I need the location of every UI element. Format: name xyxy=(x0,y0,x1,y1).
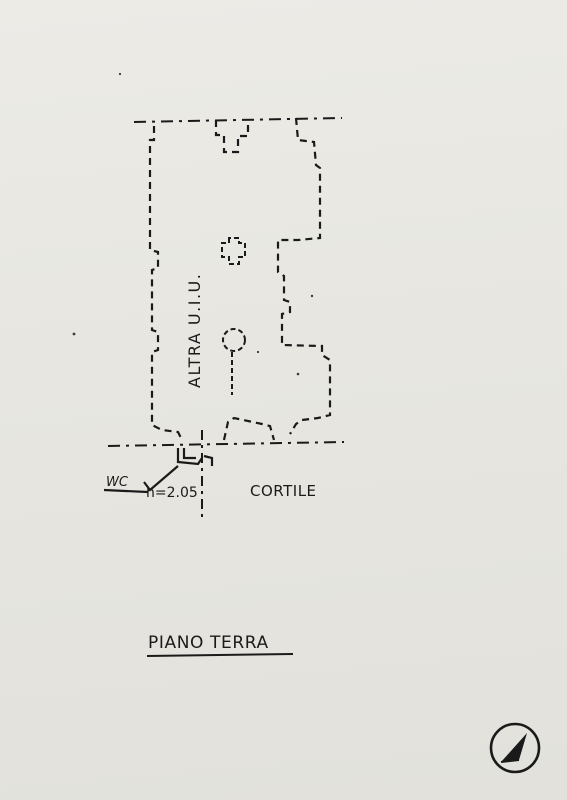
column-drain xyxy=(222,328,246,395)
wc-room xyxy=(103,448,214,494)
unit-outline xyxy=(148,117,332,441)
floor-title-underline xyxy=(146,653,294,657)
paper-specks xyxy=(72,72,314,376)
top-reference-line xyxy=(133,117,343,123)
height-label: h=2.05 xyxy=(146,485,198,501)
north-arrow-icon xyxy=(489,722,541,774)
courtyard-label: CORTILE xyxy=(250,482,317,500)
unit-label: ALTRA U.I.U. xyxy=(185,273,204,388)
pillar-cross xyxy=(221,237,246,265)
bottom-reference-line xyxy=(107,441,345,447)
wc-label: WC xyxy=(106,475,129,490)
floor-title: PIANO TERRA xyxy=(148,633,269,653)
